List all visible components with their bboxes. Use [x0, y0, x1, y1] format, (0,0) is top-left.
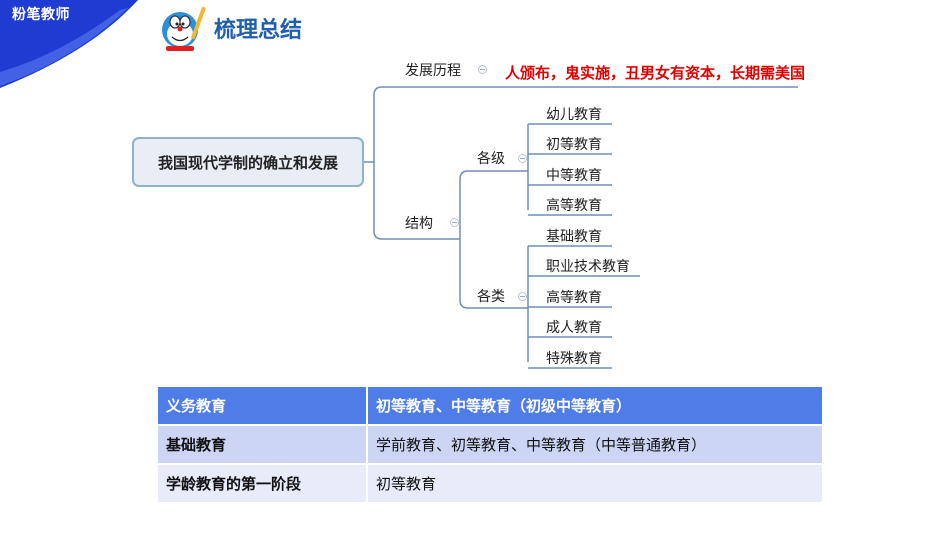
collapse-structure-icon[interactable] [450, 218, 459, 227]
mindmap-root-node[interactable]: 我国现代学制的确立和发展 [132, 137, 364, 187]
summary-table: 义务教育 初等教育、中等教育（初级中等教育） 基础教育 学前教育、初等教育、中等… [158, 385, 822, 504]
history-note: 人颁布，鬼实施，丑男女有资本，长期需美国 [505, 64, 806, 82]
node-structure[interactable]: 结构 [405, 216, 433, 232]
table-row: 义务教育 初等教育、中等教育（初级中等教育） [158, 387, 822, 424]
table-row: 学龄教育的第一阶段 初等教育 [158, 465, 822, 502]
leaf-level[interactable]: 中等教育 [546, 168, 602, 184]
leaf-type[interactable]: 成人教育 [546, 320, 602, 336]
brand-banner [0, 0, 138, 88]
node-levels[interactable]: 各级 [477, 151, 505, 167]
table-cell: 学龄教育的第一阶段 [158, 465, 368, 502]
collapse-types-icon[interactable] [518, 292, 527, 301]
node-history[interactable]: 发展历程 [405, 63, 461, 79]
leaf-type[interactable]: 高等教育 [546, 290, 602, 306]
table-cell: 学前教育、初等教育、中等教育（中等普通教育） [368, 426, 822, 463]
node-types[interactable]: 各类 [477, 289, 505, 305]
leaf-level[interactable]: 幼儿教育 [546, 107, 602, 123]
page-title: 梳理总结 [214, 18, 303, 43]
table-row: 基础教育 学前教育、初等教育、中等教育（中等普通教育） [158, 426, 822, 463]
leaf-level[interactable]: 初等教育 [546, 137, 602, 153]
leaf-type[interactable]: 基础教育 [546, 229, 602, 245]
collapse-levels-icon[interactable] [518, 154, 527, 163]
table-cell: 基础教育 [158, 426, 368, 463]
table-cell: 义务教育 [158, 387, 368, 424]
brand-logo: 粉笔教师 [12, 7, 70, 23]
table-cell: 初等教育、中等教育（初级中等教育） [368, 387, 822, 424]
root-label: 我国现代学制的确立和发展 [157, 153, 338, 172]
mascot-icon [162, 6, 206, 51]
collapse-history-icon[interactable] [478, 65, 487, 74]
leaf-level[interactable]: 高等教育 [546, 198, 602, 214]
leaf-type[interactable]: 职业技术教育 [546, 259, 630, 275]
leaf-type[interactable]: 特殊教育 [546, 351, 602, 367]
table-cell: 初等教育 [368, 465, 822, 502]
